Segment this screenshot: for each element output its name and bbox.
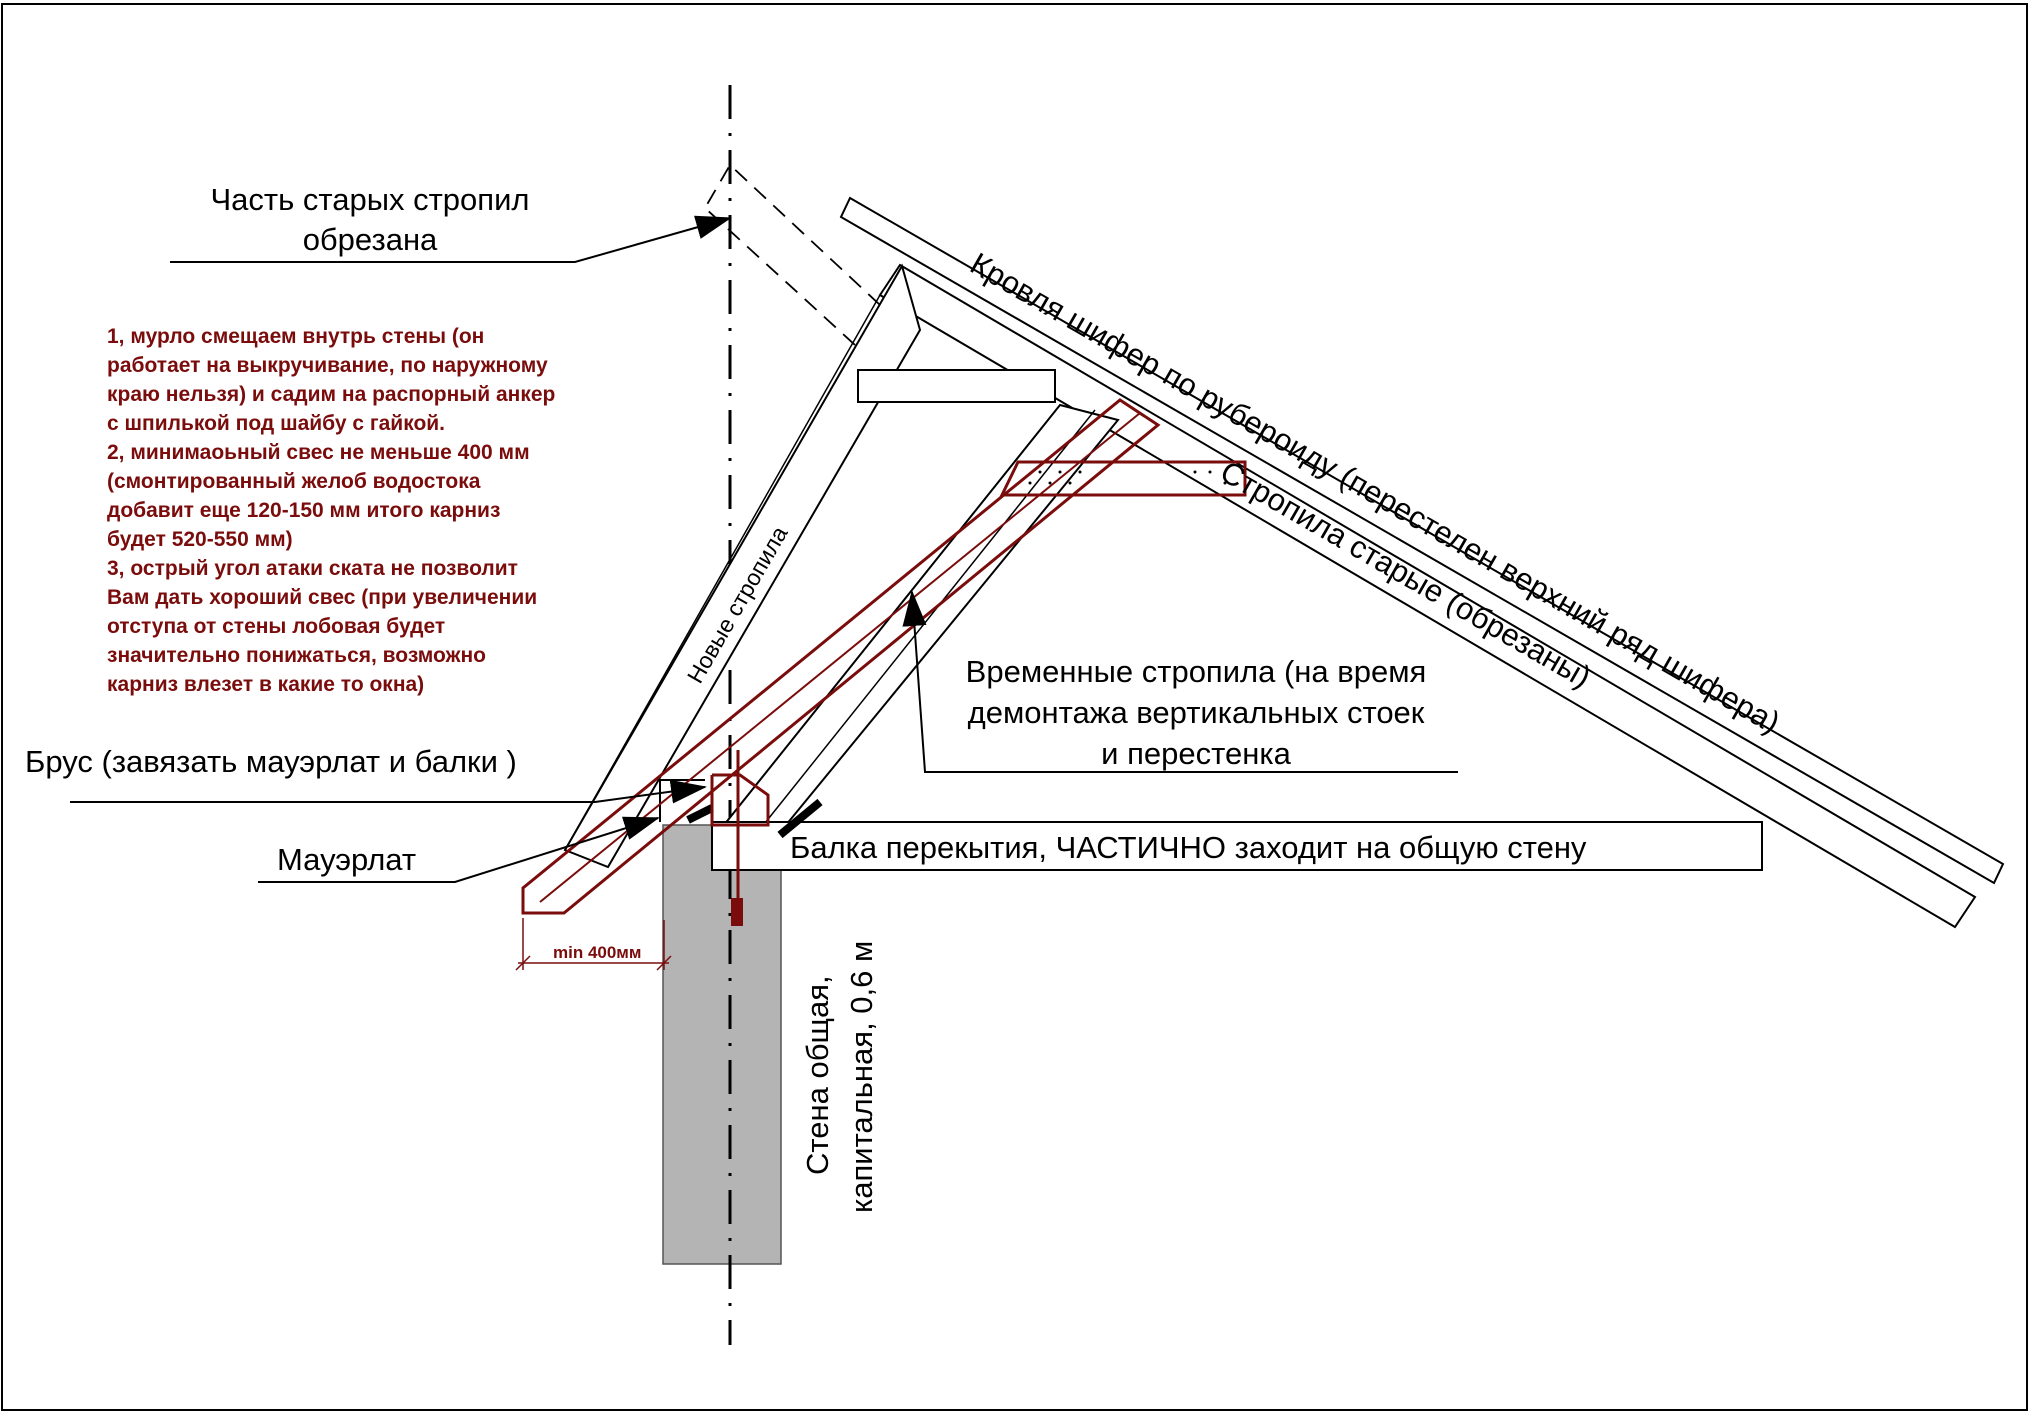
cut-rafter-dashed-outline bbox=[703, 163, 881, 346]
red-anchor-nut bbox=[731, 898, 743, 926]
notes-block: 1, мурло смещаем внутрь стены (он работа… bbox=[107, 325, 555, 696]
red-mauerlat bbox=[710, 773, 770, 827]
note-line: добавит еще 120-150 мм итого карниз bbox=[107, 499, 500, 522]
note-line: Вам дать хороший свес (при увеличении bbox=[107, 586, 537, 609]
dotted-fill bbox=[1028, 470, 1227, 485]
red-tie-strip bbox=[999, 460, 1247, 497]
floor-beam-label: Балка перекытия, ЧАСТИЧНО заходит на общ… bbox=[790, 830, 1587, 865]
leader-beam-tie bbox=[70, 779, 707, 804]
wall-label-line1: Стена общая, bbox=[800, 975, 835, 1175]
beam-tie-label: Брус (завязать мауэрлат и балки ) bbox=[25, 744, 517, 779]
note-line: работает на выкручивание, по наружному bbox=[107, 354, 548, 377]
anchor-bar-left bbox=[686, 804, 714, 824]
note-line: значительно понижаться, возможно bbox=[107, 644, 486, 667]
anchor-bar-right bbox=[777, 798, 823, 839]
note-line: 3, острый угол атаки ската не позволит bbox=[107, 557, 518, 580]
temporary-rafters-label-line1: Временные стропила (на время bbox=[966, 654, 1427, 689]
roof-slate bbox=[839, 196, 2005, 885]
floor-beam bbox=[711, 821, 1763, 871]
cut-rafters-label-line2: обрезана bbox=[303, 222, 438, 257]
old-rafters bbox=[878, 263, 1977, 929]
cut-rafters-label-line1: Часть старых стропил bbox=[211, 182, 530, 217]
leader-temporary-rafters bbox=[902, 590, 1458, 773]
note-line: отступа от стены лобовая будет bbox=[107, 615, 445, 638]
temporary-rafters-label-line3: и перестенка bbox=[1101, 736, 1291, 771]
overhang-dimension bbox=[515, 918, 672, 971]
wall-label-line2: капитальная, 0,6 м bbox=[844, 941, 879, 1213]
note-line: 2, минимаоьный свес не меньше 400 мм bbox=[107, 441, 530, 464]
upper-board bbox=[857, 369, 1056, 403]
overhang-dimension-label: min 400мм bbox=[553, 943, 641, 962]
new-rafters-inner-line bbox=[564, 294, 881, 851]
temporary-rafters-label-line2: демонтажа вертикальных стоек bbox=[968, 695, 1425, 730]
capital-wall bbox=[662, 824, 782, 1265]
mauerlat-label: Мауэрлат bbox=[277, 842, 416, 877]
red-new-rafter bbox=[521, 398, 1161, 915]
note-line: карниз влезет в какие то окна) bbox=[107, 673, 424, 696]
note-line: с шпилькой под шайбу с гайкой. bbox=[107, 412, 445, 435]
note-line: 1, мурло смещаем внутрь стены (он bbox=[107, 325, 484, 348]
note-line: краю нельзя) и садим на распорный анкер bbox=[107, 383, 555, 406]
leader-cut-rafters bbox=[170, 215, 732, 263]
new-rafters bbox=[563, 263, 922, 869]
note-line: (смонтированный желоб водостока bbox=[107, 470, 481, 493]
note-line: будет 520-550 мм) bbox=[107, 528, 293, 551]
page-border bbox=[1, 3, 2028, 1411]
leader-mauerlat bbox=[258, 816, 660, 883]
